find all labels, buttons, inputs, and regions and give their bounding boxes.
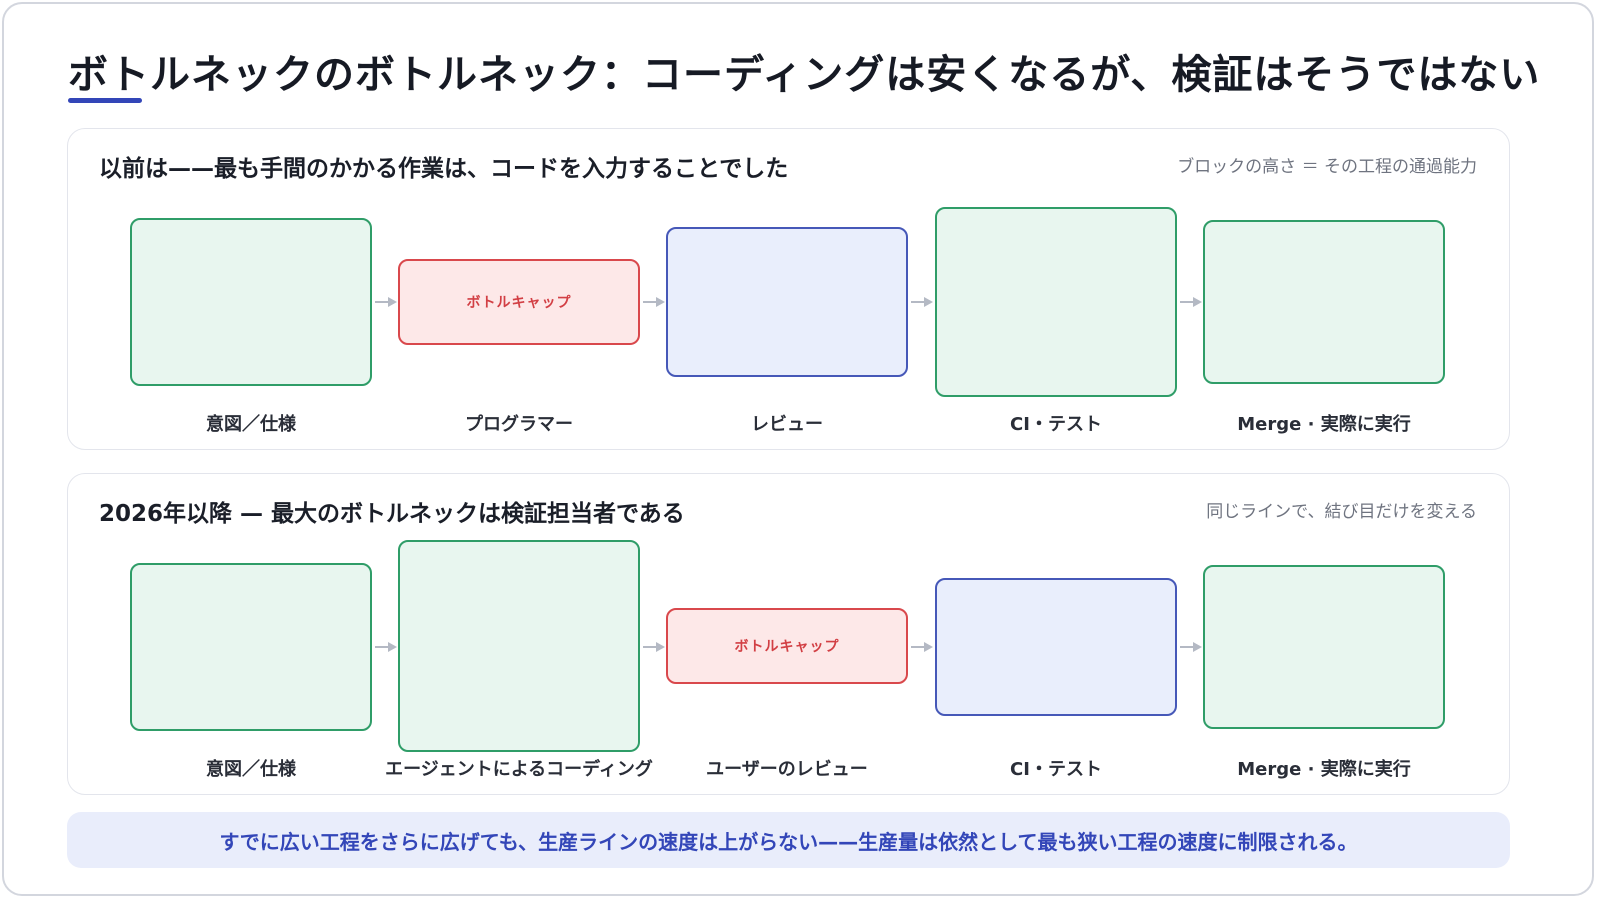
arrow-icon [1180,297,1202,307]
arrow-icon [375,297,397,307]
arrow-icon [643,297,665,307]
page-title: ボトルネックのボトルネック：コーディングは安くなるが、検証はそうではない [68,52,1541,98]
arrow-icon [643,642,665,652]
stage-block-ci-test [935,207,1177,397]
summary-text: すでに広い工程をさらに広げても、生産ラインの速度は上がらない——生産量は依然とし… [219,829,1358,854]
stage-label: ユーザーのレビュー [706,759,868,780]
arrow-icon [375,642,397,652]
stage-label: CI・テスト [1010,414,1102,435]
stage-label: CI・テスト [1010,759,1102,780]
stage-block-merge [1203,220,1445,384]
panel-note: ブロックの高さ ＝ その工程の通過能力 [1177,157,1477,177]
block-text: ボトルキャップ [466,295,572,311]
panel-note: 同じラインで、結び目だけを変える [1206,502,1477,522]
stage-block-merge [1203,565,1445,729]
stage-label: プログラマー [465,414,573,435]
stage-label: Merge · 実際に実行 [1237,759,1411,780]
stage-label: Merge · 実際に実行 [1237,414,1411,435]
arrow-icon [1180,642,1202,652]
panel-before: 以前は——最も手間のかかる作業は、コードを入力することでした ブロックの高さ ＝… [67,128,1510,450]
block-text: ボトルキャップ [734,639,840,655]
stage-block-ci-test [935,578,1177,716]
panel-after: 2026年以降 — 最大のボトルネックは検証担当者である 同じラインで、結び目だ… [67,473,1510,795]
arrow-icon [911,642,933,652]
panel-title: 以前は——最も手間のかかる作業は、コードを入力することでした [99,156,789,182]
stage-label: エージェントによるコーディング [385,759,653,780]
arrow-icon [911,297,933,307]
summary-callout: すでに広い工程をさらに広げても、生産ラインの速度は上がらない——生産量は依然とし… [67,812,1510,868]
stage-block-agent-coding [398,540,640,752]
stage-label: レビュー [751,414,823,435]
panel-title: 2026年以降 — 最大のボトルネックは検証担当者である [99,501,685,527]
title-underline [68,98,142,103]
stage-block-review [666,227,908,377]
stage-label: 意図／仕様 [206,759,296,780]
stage-block-spec [130,563,372,731]
stage-label: 意図／仕様 [206,414,296,435]
stage-block-programmer: ボトルキャップ [398,259,640,345]
stage-block-spec [130,218,372,386]
stage-block-user-review: ボトルキャップ [666,608,908,684]
